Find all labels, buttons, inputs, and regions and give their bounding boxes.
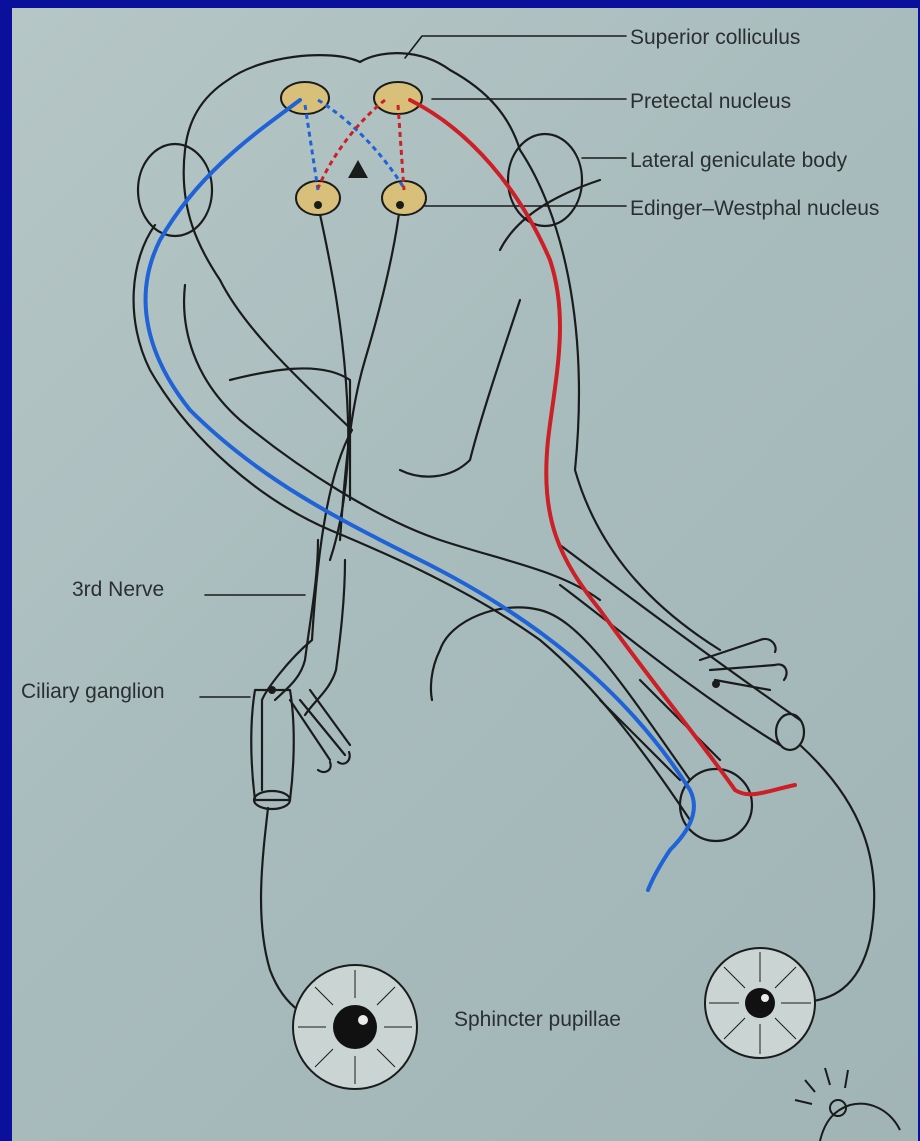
right-pupil	[745, 988, 775, 1018]
nuclei	[281, 82, 426, 215]
label-ciliary-ganglion: Ciliary ganglion	[21, 680, 165, 704]
diagram-frame: Superior colliculus Pretectal nucleus La…	[12, 8, 918, 1141]
leader-superior-colliculus	[405, 36, 626, 58]
blue-dashed-left	[305, 105, 318, 190]
ew-cell-left	[314, 201, 322, 209]
lateral-geniculate-right	[508, 134, 582, 226]
anatomy-outlines	[134, 36, 875, 1028]
left-pupil	[333, 1005, 377, 1049]
label-third-nerve: 3rd Nerve	[72, 578, 164, 602]
ciliary-cell	[268, 686, 276, 694]
optic-nerve-end	[680, 769, 752, 841]
light-source	[795, 1068, 900, 1141]
midline-triangle	[348, 160, 368, 178]
left-eye	[293, 965, 417, 1089]
postganglionic-right	[800, 745, 874, 1002]
right-eye	[705, 948, 815, 1058]
optic-nerve-left-lower	[431, 650, 440, 700]
right-cell	[712, 680, 720, 688]
third-nerve-bundle-left	[275, 540, 318, 700]
label-sphincter-pupillae: Sphincter pupillae	[454, 1008, 621, 1032]
left-optic-nerve-cylinder	[600, 680, 720, 780]
blue-afferent-pathway	[146, 100, 694, 890]
ew-cell-right	[396, 201, 404, 209]
optic-tract-left-inner	[184, 285, 600, 600]
right-pupil-highlight	[761, 994, 769, 1002]
lateral-geniculate-left	[138, 144, 212, 236]
optic-tract-left	[134, 225, 690, 820]
flashlight-icon	[820, 1104, 900, 1141]
ciliary-branches	[290, 690, 350, 772]
pupillary-reflex-diagram	[12, 8, 918, 1141]
label-lateral-geniculate-body: Lateral geniculate body	[630, 149, 847, 173]
inner-loop-right	[400, 300, 520, 477]
ciliary-ganglion-body	[251, 690, 294, 800]
label-edinger-westphal-nucleus: Edinger–Westphal nucleus	[630, 197, 879, 221]
left-pupil-highlight	[358, 1015, 368, 1025]
light-rays-icon	[795, 1068, 848, 1104]
label-superior-colliculus: Superior colliculus	[630, 26, 800, 50]
red-dashed-right	[398, 105, 404, 190]
label-pretectal-nucleus: Pretectal nucleus	[630, 90, 791, 114]
